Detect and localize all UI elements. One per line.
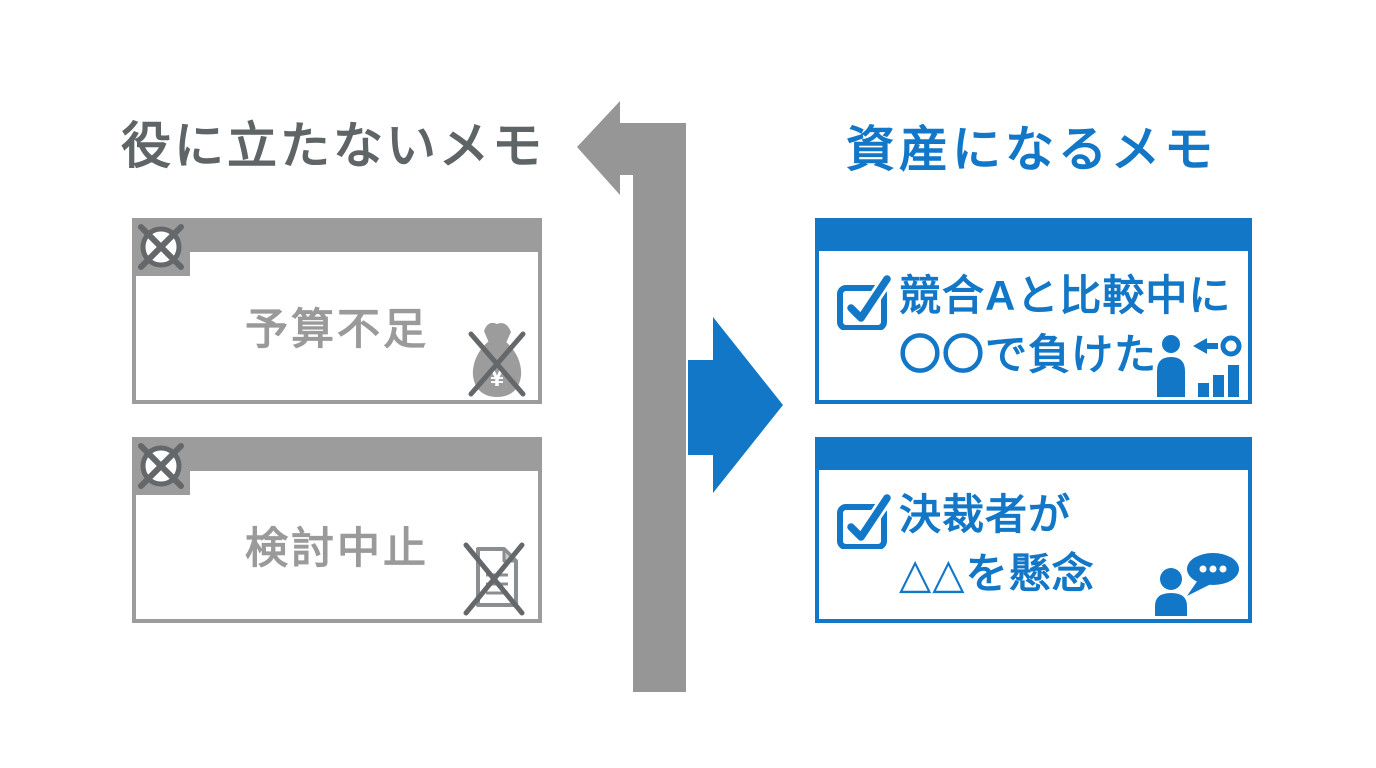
- asset-memo-title: 資産になるメモ: [846, 123, 1218, 177]
- memo-text: 決裁者が △△を懸念: [899, 485, 1095, 603]
- crossed-circle-icon: [132, 218, 190, 276]
- memo-line-1: 決裁者が: [899, 491, 1072, 538]
- person-speech-bubble-icon: [1150, 552, 1242, 616]
- memo-line-2: 〇〇で負けた: [899, 331, 1158, 378]
- memo-label: 予算不足: [245, 306, 429, 354]
- memo-line-2: △△を懸念: [899, 550, 1095, 597]
- useless-memo-card-budget: 予算不足 ¥: [132, 218, 542, 404]
- return-arrow-up-left-icon: [577, 101, 686, 692]
- memo-line-1: 競合Aと比較中に: [899, 272, 1232, 319]
- crossed-circle-icon: [132, 437, 190, 495]
- memo-label: 検討中止: [245, 525, 429, 573]
- money-bag-crossed-icon: ¥: [468, 318, 526, 398]
- useless-memo-card-cancelled: 検討中止: [132, 437, 542, 623]
- card-header-bar: [815, 437, 1252, 470]
- asset-memo-card-decision-maker: 決裁者が △△を懸念: [815, 437, 1252, 623]
- useless-memo-title: 役に立たないメモ: [121, 118, 545, 174]
- document-crossed-icon: [462, 537, 526, 617]
- memo-text: 競合Aと比較中に 〇〇で負けた: [899, 266, 1231, 384]
- checkbox-checked-icon: [837, 272, 894, 331]
- card-header-bar: [815, 218, 1252, 251]
- transform-arrow-right-icon: [688, 317, 783, 493]
- asset-memo-card-competitor: 競合Aと比較中に 〇〇で負けた: [815, 218, 1252, 404]
- card-header-bar: [132, 218, 542, 252]
- checkbox-checked-icon: [837, 491, 894, 550]
- person-chart-comparison-icon: [1152, 335, 1242, 397]
- card-header-bar: [132, 437, 542, 471]
